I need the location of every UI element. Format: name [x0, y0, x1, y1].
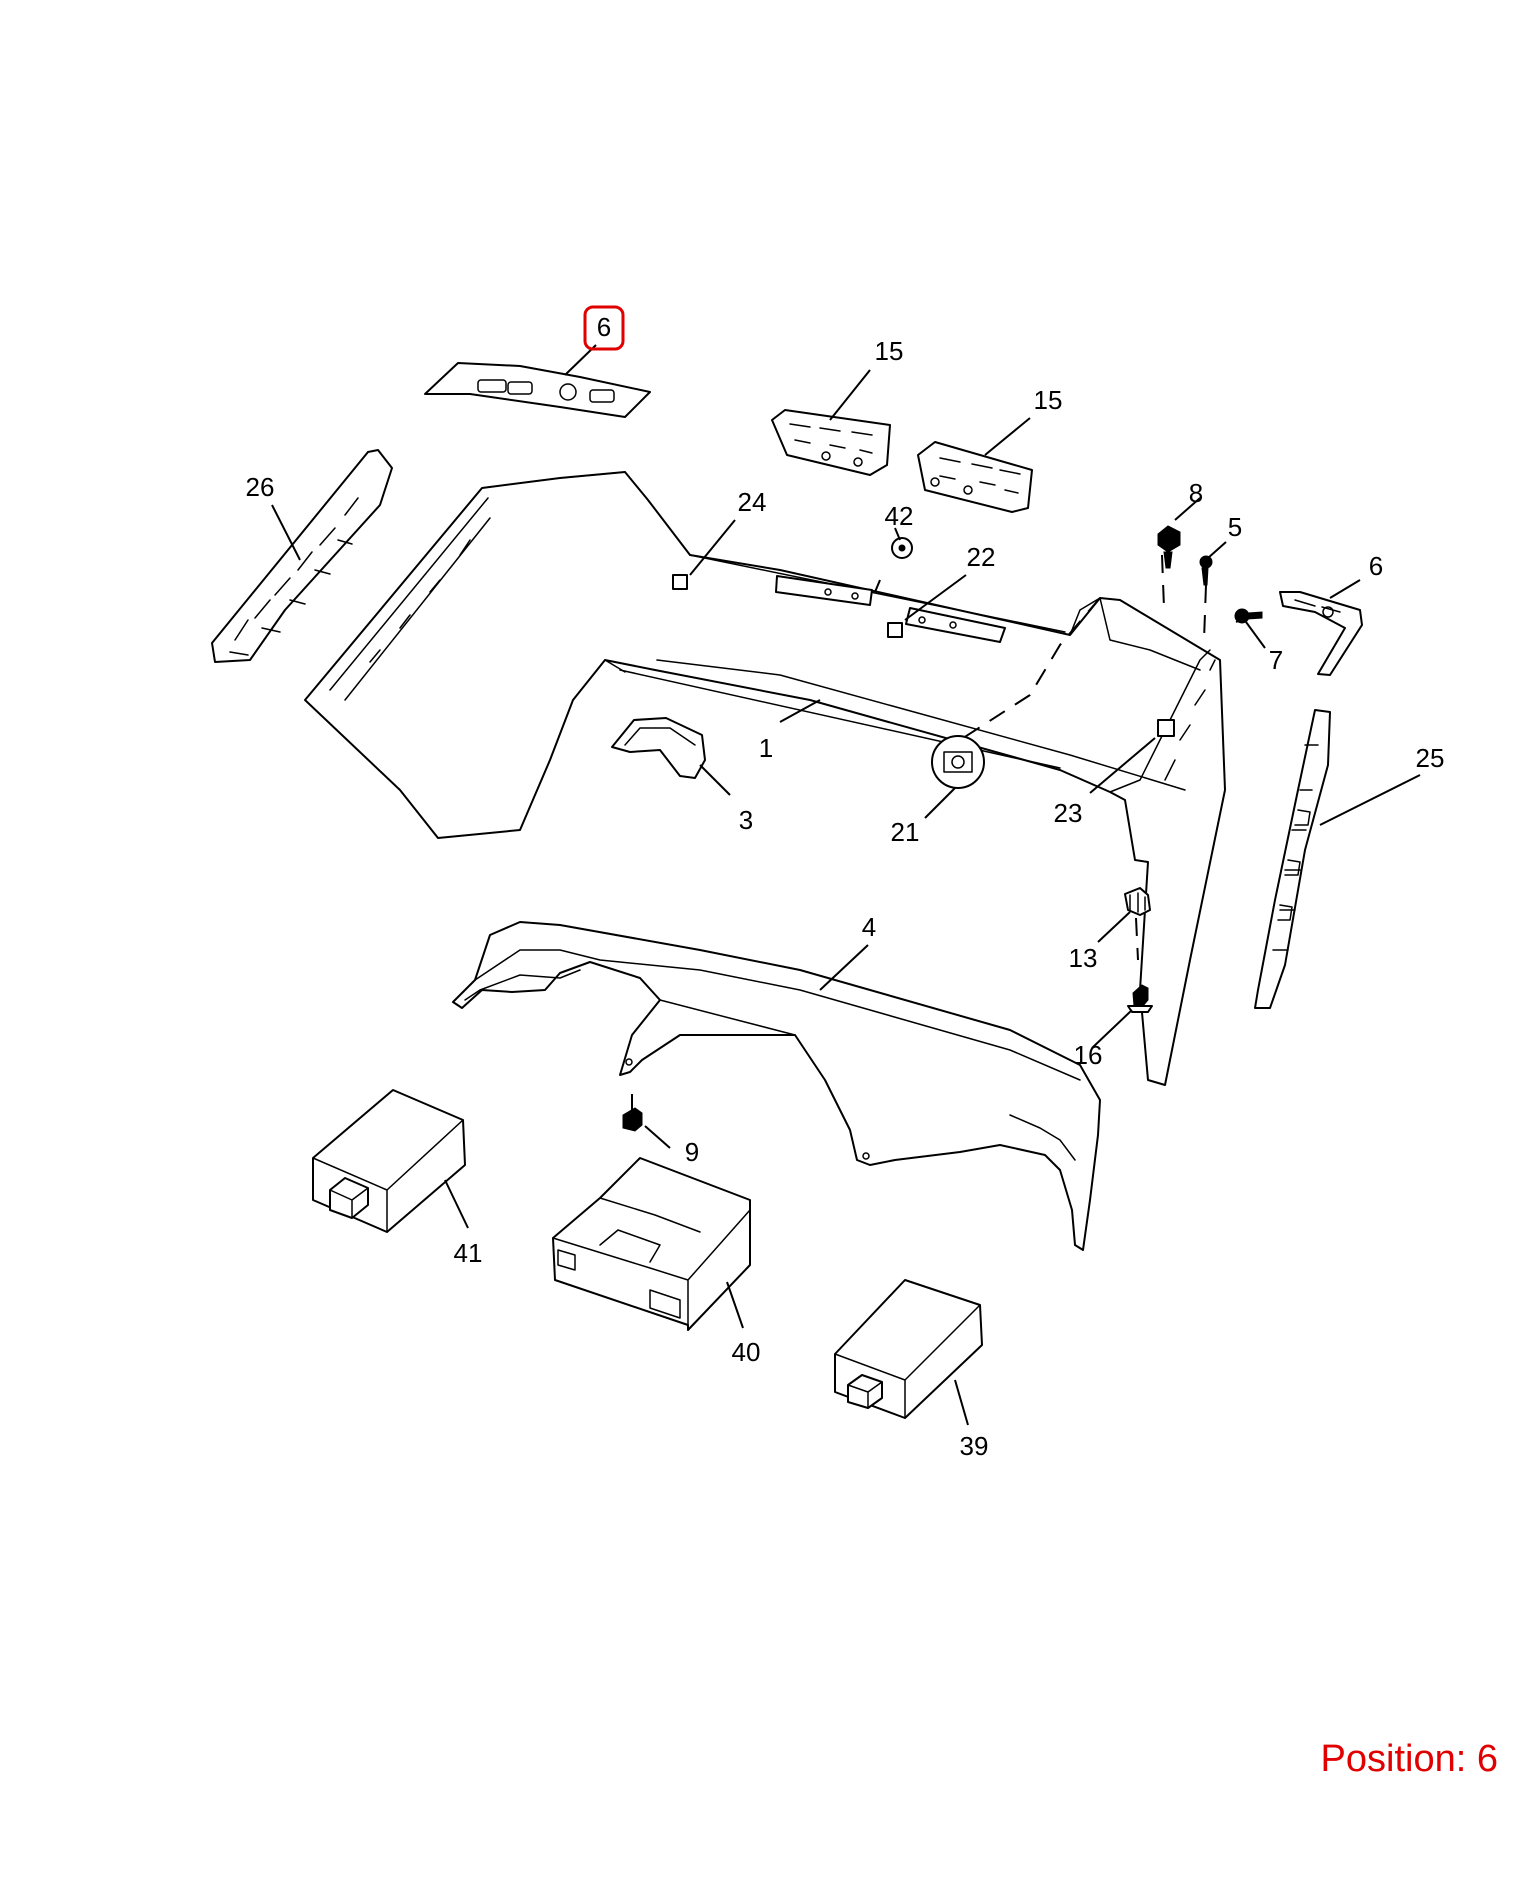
- guide-left-part[interactable]: [424, 362, 651, 418]
- screw-9-part[interactable]: [622, 1107, 643, 1132]
- callout-42[interactable]: 42: [885, 501, 914, 531]
- callout-39[interactable]: 39: [960, 1431, 989, 1461]
- upper-bracket-right-part[interactable]: [917, 441, 1033, 513]
- module-40-part[interactable]: [552, 1157, 751, 1331]
- callout-16[interactable]: 16: [1074, 1040, 1103, 1070]
- callout-8[interactable]: 8: [1189, 478, 1203, 508]
- position-label: Position: 6: [1320, 1738, 1498, 1780]
- callout-1[interactable]: 1: [759, 733, 773, 763]
- callout-6[interactable]: 6: [1369, 551, 1383, 581]
- pin-16-part[interactable]: [1127, 984, 1153, 1013]
- callout-25[interactable]: 25: [1416, 743, 1445, 773]
- screw-5-part[interactable]: [1199, 555, 1213, 586]
- callout-41[interactable]: 41: [454, 1238, 483, 1268]
- upper-bracket-left-part[interactable]: [771, 409, 891, 476]
- callout-15[interactable]: 15: [1034, 385, 1063, 415]
- bolt-8-part[interactable]: [1157, 525, 1181, 569]
- callout-24[interactable]: 24: [738, 487, 767, 517]
- callout-3[interactable]: 3: [739, 805, 753, 835]
- callout-4[interactable]: 4: [862, 912, 876, 942]
- module-39-part[interactable]: [834, 1279, 983, 1419]
- callout-22[interactable]: 22: [967, 542, 996, 572]
- callout-21[interactable]: 21: [891, 817, 920, 847]
- module-41-part[interactable]: [312, 1089, 466, 1233]
- highlight-box: [583, 305, 625, 351]
- callout-40[interactable]: 40: [732, 1337, 761, 1367]
- callout-9[interactable]: 9: [685, 1137, 699, 1167]
- guide-right-part[interactable]: [1279, 591, 1363, 676]
- bumper-cover-part[interactable]: [304, 471, 1226, 1086]
- clip-13-part[interactable]: [1124, 887, 1151, 916]
- callout-6[interactable]: 6: [597, 312, 611, 342]
- callout-26[interactable]: 26: [246, 472, 275, 502]
- callout-13[interactable]: 13: [1069, 943, 1098, 973]
- side-retainer-right-part[interactable]: [1254, 709, 1331, 1009]
- callout-5[interactable]: 5: [1228, 512, 1242, 542]
- leader-lines: [271, 344, 1421, 1426]
- lower-diffuser-part[interactable]: [452, 921, 1101, 1251]
- callout-7[interactable]: 7: [1269, 645, 1283, 675]
- side-retainer-left-part[interactable]: [211, 449, 393, 663]
- callout-15[interactable]: 15: [875, 336, 904, 366]
- callout-23[interactable]: 23: [1054, 798, 1083, 828]
